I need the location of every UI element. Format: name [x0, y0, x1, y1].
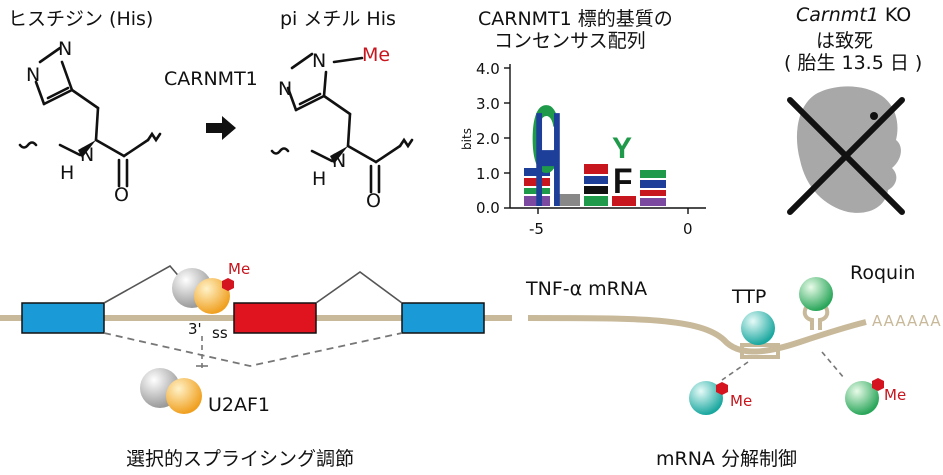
title-ko-line3: ( 胎生 13.5 日 )	[784, 52, 923, 74]
enzyme-label: CARNMT1	[164, 68, 258, 90]
splice-site-3prime: 3'	[188, 320, 202, 338]
u2af1-sphere-bottom	[166, 378, 202, 414]
methyl-hexagon-ttp	[716, 382, 728, 395]
atom-nh-h-2: H	[312, 168, 327, 190]
tnf-mrna-line	[527, 315, 867, 355]
inclusion-junctions	[103, 264, 403, 304]
exon-1	[21, 302, 105, 334]
title-logo-line1: CARNMT1 標的基質の	[478, 8, 673, 30]
atom-nh-n: N	[80, 144, 95, 166]
ytick-3: 3.0	[476, 95, 500, 113]
logo-letter-F: F	[613, 163, 633, 202]
methyl-hexagon-roquin	[872, 378, 884, 391]
atom-n-left: N	[26, 64, 41, 86]
ytick-1: 1.0	[476, 165, 500, 183]
ttp-label: TTP	[732, 286, 767, 308]
ko-cross	[787, 97, 905, 215]
atom-o: O	[114, 184, 129, 206]
methyl-label-structure: Me	[362, 44, 391, 66]
title-ko-line1: Carnmt1 KO	[796, 4, 911, 26]
are-element	[740, 343, 780, 359]
tnf-mrna-label: TNF-α mRNA	[526, 278, 648, 300]
roquin-sphere	[799, 277, 833, 311]
logo-axes	[504, 64, 706, 214]
caption-decay: mRNA 分解制御	[656, 448, 797, 470]
poly-a-tail: AAAAAA	[872, 312, 942, 330]
logo-minor-stacks	[524, 164, 666, 206]
skipping-junction	[103, 332, 403, 367]
ttp-link	[721, 361, 749, 381]
roquin-sphere-methylated	[845, 381, 879, 415]
roquin-link	[821, 351, 845, 379]
title-logo-line2: コンセンサス配列	[494, 30, 646, 52]
atom-n-tau: N	[278, 78, 293, 100]
atom-nh-h: H	[60, 162, 75, 184]
methyl-label-roquin: Me	[884, 386, 907, 404]
ytick-2: 2.0	[476, 130, 500, 148]
title-ko-line2: は致死	[816, 30, 874, 52]
xtick-minus5: -5	[529, 220, 544, 238]
atom-n-pi: N	[312, 50, 327, 72]
methyl-hexagon-top	[222, 278, 234, 291]
caption-splicing: 選択的スプライシング調節	[126, 448, 355, 470]
reaction-arrow	[206, 116, 236, 140]
ko-label: KO	[878, 4, 912, 26]
ttp-sphere	[741, 311, 775, 345]
title-histidine: ヒスチジン (His)	[8, 8, 154, 30]
atom-nh-n-2: N	[332, 150, 347, 172]
atom-o-2: O	[366, 190, 381, 212]
ytick-4: 4.0	[476, 60, 500, 78]
u2af1-label: U2AF1	[208, 394, 271, 416]
logo-letter-H: H	[534, 85, 563, 236]
splice-site-ss: ss	[212, 324, 228, 342]
atom-n-top: N	[58, 38, 73, 60]
roquin-label: Roquin	[850, 262, 916, 284]
pi-methyl-structure	[270, 52, 414, 194]
logo-letter-Y: Y	[612, 132, 632, 165]
y-axis-label: bits	[459, 128, 474, 150]
gene-name-italic: Carnmt1	[796, 4, 879, 26]
u2af1-sphere-top	[194, 278, 230, 314]
exon-3	[401, 302, 485, 334]
ttp-sphere-methylated	[689, 381, 723, 415]
title-pi-methyl-his: pi メチル His	[280, 8, 396, 30]
xtick-0: 0	[683, 220, 693, 238]
ytick-0: 0.0	[476, 199, 500, 217]
methyl-label-ttp: Me	[730, 392, 753, 410]
stereo-wedge-2	[330, 146, 348, 164]
exon-2	[233, 302, 317, 334]
stereo-wedge	[78, 140, 96, 158]
mouse-eye	[870, 112, 878, 120]
logo-letter-C: C	[531, 85, 560, 193]
methyl-label-top: Me	[228, 260, 251, 278]
histidine-structure	[18, 46, 162, 188]
